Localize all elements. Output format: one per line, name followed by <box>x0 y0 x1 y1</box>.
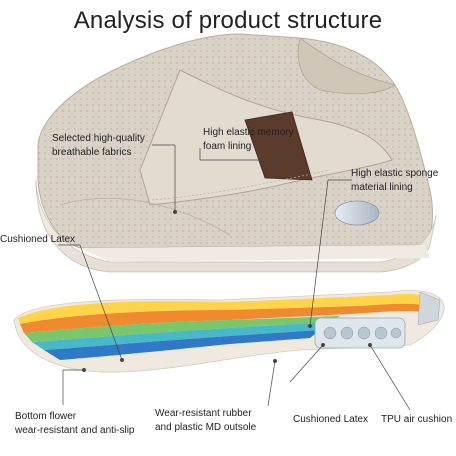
label-cushioned-latex-top: Cushioned Latex <box>0 234 76 245</box>
label-outsole: Wear-resistant rubber and plastic MD out… <box>155 407 256 435</box>
label-sponge-line1: High elastic sponge <box>351 168 439 179</box>
label-cushioned-latex-bottom: Cushioned Latex <box>293 414 369 425</box>
label-selected-fabrics-line1: Selected high-quality <box>52 133 145 144</box>
page-title: Analysis of product structure <box>73 7 383 34</box>
label-bottom-flower-line1: Bottom flower <box>15 411 77 422</box>
label-bottom-flower-line2: wear-resistant and anti-slip <box>15 425 135 436</box>
label-selected-fabrics: Selected high-quality breathable fabrics <box>52 132 145 160</box>
label-memory-foam-line2: foam lining <box>203 141 252 152</box>
label-outsole-line2: and plastic MD outsole <box>155 422 257 433</box>
label-memory-foam: High elastic memory foam lining <box>203 126 294 154</box>
label-tpu-air-cushion: TPU air cushion <box>381 414 453 425</box>
label-sponge-line2: material lining <box>351 182 413 193</box>
label-selected-fabrics-line2: breathable fabrics <box>52 147 132 158</box>
shoe-sole <box>35 179 437 273</box>
shoe-upper <box>37 33 433 249</box>
label-sponge: High elastic sponge material lining <box>351 167 438 195</box>
label-bottom-flower: Bottom flower wear-resistant and anti-sl… <box>15 410 135 438</box>
leader-lines <box>58 144 411 411</box>
insole-cross-section <box>13 290 445 373</box>
label-memory-foam-line1: High elastic memory <box>203 127 294 138</box>
label-outsole-line1: Wear-resistant rubber <box>155 408 252 419</box>
